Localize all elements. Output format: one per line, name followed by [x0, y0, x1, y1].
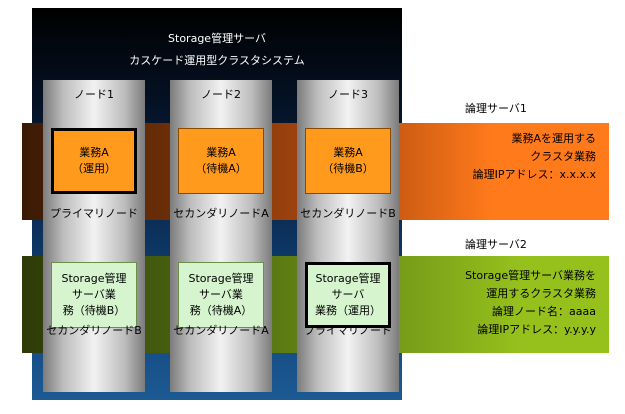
description-line: 論理ノード名：aaaa: [492, 305, 596, 318]
box-line: （待機B）: [322, 162, 374, 175]
box-line: 業務A: [333, 146, 363, 159]
storage-task-active-box: Storage管理 サーバ 業務（運用）: [305, 262, 391, 328]
storage-task-standby-b-box: Storage管理 サーバ業 務（待機B）: [51, 262, 137, 328]
node-3: [297, 80, 399, 392]
role-label: プライマリノード: [304, 324, 392, 337]
box-line: 業務（運用）: [315, 304, 381, 317]
box-line: Storage管理: [61, 272, 127, 285]
logical-server-2-title: 論理サーバ2: [465, 238, 527, 251]
logical-server-2-description: Storage管理サーバ業務を 運用するクラスタ業務 論理ノード名：aaaa 論…: [396, 267, 596, 339]
description-line: 運用するクラスタ業務: [486, 287, 596, 300]
server-subtitle: カスケード運用型クラスタシステム: [129, 54, 305, 67]
box-line: （待機A）: [195, 162, 247, 175]
node-3-label: ノード3: [328, 88, 368, 101]
logical-server-1-description: 業務Aを運用する クラスタ業務 論理IPアドレス：x.x.x.x: [396, 130, 596, 184]
storage-task-standby-a-box: Storage管理 サーバ業 務（待機A）: [178, 262, 264, 328]
description-line: 論理IPアドレス：x.x.x.x: [472, 168, 596, 181]
role-label: セカンダリノードA: [173, 207, 269, 220]
description-line: 業務Aを運用する: [511, 132, 596, 145]
logical-server-1-title: 論理サーバ1: [465, 102, 527, 115]
description-line: Storage管理サーバ業務を: [465, 269, 596, 282]
box-line: （運用）: [72, 162, 116, 175]
description-line: クラスタ業務: [530, 150, 596, 163]
box-line: 業務A: [79, 146, 109, 159]
box-line: 務（待機B）: [62, 304, 126, 317]
description-line: 論理IPアドレス：y.y.y.y: [477, 323, 596, 336]
box-line: 務（待機A）: [189, 304, 253, 317]
node-1-label: ノード1: [74, 88, 114, 101]
role-label: セカンダリノードA: [173, 324, 269, 337]
role-label: セカンダリノードB: [46, 324, 142, 337]
task-a-active-box: 業務A （運用）: [51, 128, 137, 194]
role-label: プライマリノード: [50, 207, 138, 220]
box-line: サーバ業: [72, 288, 116, 301]
task-a-standby-b-box: 業務A （待機B）: [305, 128, 391, 194]
box-line: サーバ業: [199, 288, 243, 301]
box-line: Storage管理: [188, 272, 254, 285]
server-title: Storage管理サーバ: [168, 32, 266, 45]
box-line: サーバ: [331, 288, 365, 301]
box-line: 業務A: [206, 146, 236, 159]
task-a-standby-a-box: 業務A （待機A）: [178, 128, 264, 194]
box-line: Storage管理: [315, 272, 381, 285]
role-label: セカンダリノードB: [300, 207, 396, 220]
node-2: [170, 80, 272, 392]
node-1: [43, 80, 145, 392]
node-2-label: ノード2: [201, 88, 241, 101]
